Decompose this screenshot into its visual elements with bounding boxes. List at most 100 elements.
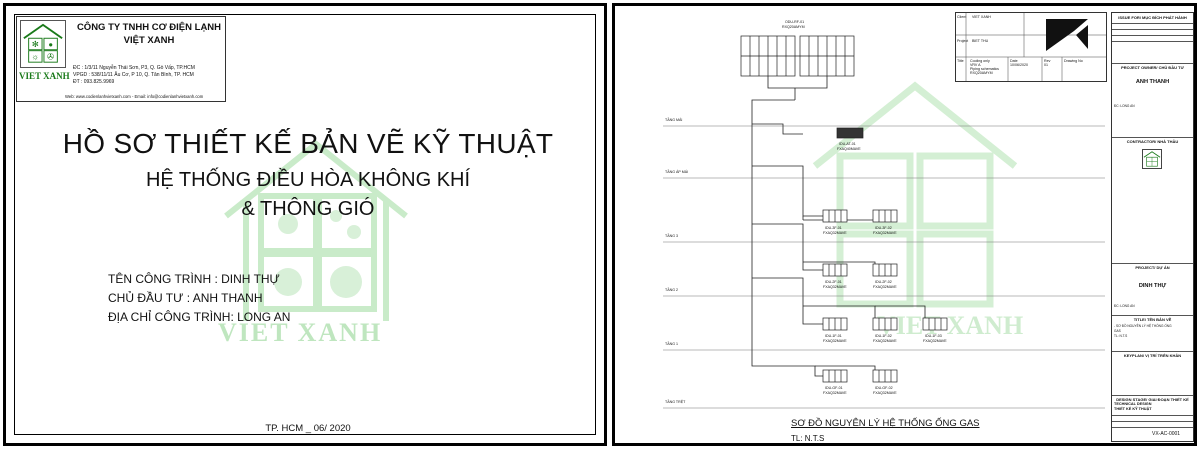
indoor-unit-2f-02 (872, 263, 898, 277)
outdoor-unit-id: ODU-RF-01 (785, 20, 805, 24)
cover-inner-border (14, 14, 596, 435)
drawing-scale: TL: N.T.S (791, 434, 825, 443)
header-title-value1: Cooling only (970, 59, 990, 63)
idu-at-01-id: IDU-AT-01 (839, 142, 856, 146)
indoor-unit-3f-01 (822, 209, 848, 223)
header-date-label: Date (1010, 59, 1018, 63)
company-logo-icon: ✻ ● ☼ ✇ (20, 20, 66, 68)
header-rev-value: 01 (1044, 63, 1048, 67)
floor-label-2: TẦNG 2 (665, 288, 678, 292)
project-name: TÊN CÔNG TRÌNH : DINH THỰ (108, 272, 280, 286)
idu-1f-03-model: FXAQ32MAVE (923, 339, 947, 343)
cover-sheet: VIET XANH ✻ ● ☼ ✇ VIET XANH CÔNG TY TNHH… (3, 3, 607, 446)
idu-1f-02-model: FXAQ32MAVE (873, 339, 897, 343)
company-name-line1: CÔNG TY TNHH CƠ ĐIỆN LẠNH (76, 22, 222, 33)
tb-tech-design2: THIẾT KẾ KỸ THUẬT (1114, 407, 1152, 411)
outdoor-unit-model: RXQ20AMYM (782, 25, 805, 29)
header-grid (956, 13, 1106, 81)
company-name-line2: VIỆT XANH (123, 35, 175, 46)
idu-1f-02-id: IDU-1F-02 (875, 334, 892, 338)
indoor-unit-2f-01 (822, 263, 848, 277)
tb-owner-location: ĐC: LONG AN (1114, 104, 1135, 108)
header-rev-label: Rev (1044, 59, 1051, 63)
tb-owner-name: ANH THANH (1135, 79, 1170, 85)
contractor-logo-icon (1142, 149, 1162, 169)
idu-gf-01-model: FXAQ32MAVE (823, 391, 847, 395)
cover-title-line1: HỒ SƠ THIẾT KẾ BẢN VẼ KỸ THUẬT (62, 128, 554, 159)
header-client-label: Client (957, 15, 967, 19)
drawing-header-block: Client VIET XANH Project BIET THU Title … (955, 12, 1107, 82)
svg-text:✻: ✻ (32, 39, 39, 49)
indoor-unit-1f-02 (872, 317, 898, 331)
idu-1f-03-id: IDU-1F-03 (925, 334, 942, 338)
header-project-label: Project (957, 39, 969, 43)
indoor-unit-gf-01 (822, 369, 848, 383)
cover-date: TP. HCM _ 06/ 2020 (265, 423, 351, 434)
tb-contractor-header: CONTRACTOR/ NHÀ THẦU (1126, 139, 1179, 144)
tb-project-header: PROJECT/ DỰ ÁN (1135, 265, 1170, 270)
schematic-sheet: VIET XANH (612, 3, 1197, 446)
svg-text:✇: ✇ (47, 51, 55, 61)
sheet-watermark-text: VIET XANH (877, 311, 1023, 340)
floor-lines (663, 125, 1105, 409)
indoor-units-cassette (822, 209, 948, 383)
idu-gf-01-id: IDU-GF-01 (825, 386, 843, 390)
watermark-logo (224, 140, 408, 321)
floor-label-1: TẦNG 1 (665, 342, 678, 346)
header-date-value: 10/06/2020 (1010, 63, 1028, 67)
company-address-dc: ĐC : 1/3/11 Nguyễn Thái Sơn, P3, Q. Gò V… (73, 65, 195, 71)
tb-project-location: ĐC: LONG AN (1114, 304, 1135, 308)
header-title-value4: RXQ20AMYM (970, 71, 993, 75)
company-web: Web: www.codienlanhvietxanh.com - Email:… (65, 94, 204, 99)
idu-2f-01-id: IDU-2F-01 (825, 280, 842, 284)
idu-at-01-model: FXAQ40MAVE (837, 147, 861, 151)
title-block: ISSUE FOR/ MỤC ĐÍCH PHÁT HÀNH PROJECT OW… (1111, 12, 1194, 442)
indoor-unit-1f-01 (822, 317, 848, 331)
tb-sheet-title-line2: GAS (1114, 329, 1121, 333)
idu-3f-02-id: IDU-3F-02 (875, 226, 892, 230)
floor-label-attic: TẦNG ÁP MÁI (665, 170, 689, 174)
indoor-unit-1f-03 (922, 317, 948, 331)
cover-title-line3: & THÔNG GIÓ (241, 198, 375, 220)
floor-label-roof: TẦNG MÁI (665, 118, 683, 122)
idu-1f-01-id: IDU-1F-01 (825, 334, 842, 338)
outdoor-unit (740, 35, 855, 77)
indoor-unit-at-01 (836, 127, 864, 139)
header-drawing-label: Drawing No (1064, 59, 1083, 63)
watermark-text: VIET XANH (218, 318, 383, 347)
header-project-value: BIET THU (972, 39, 989, 43)
idu-2f-02-id: IDU-2F-02 (875, 280, 892, 284)
tb-owner-header: PROJECT OWNER/ CHỦ ĐẦU TƯ (1121, 65, 1184, 70)
idu-3f-02-model: FXAQ32MAVE (873, 231, 897, 235)
tb-drawing-no: VX-AC-0001 (1152, 431, 1181, 437)
header-title-label: Title (957, 59, 964, 63)
tb-keyplan-header: KEYPLAN/ VỊ TRÍ TRÊN KHẢN (1123, 353, 1182, 358)
header-title-value2: VRV A (970, 63, 981, 67)
company-phone: ĐT : 093.825.9969 (73, 79, 115, 85)
tb-project-name: DINH THỰ (1138, 283, 1167, 289)
tb-tech-design1: TECHNICAL DESIGN (1114, 402, 1152, 406)
cover-title-line2: HỆ THỐNG ĐIỀU HÒA KHÔNG KHÍ (145, 169, 471, 191)
header-client-value: VIET XANH (972, 15, 991, 19)
idu-gf-02-model: FXAQ32MAVE (873, 391, 897, 395)
piping-diagram: VIET XANH (663, 35, 1105, 409)
idu-3f-01-model: FXAQ32MAVE (823, 231, 847, 235)
tb-sheet-title-line3: TL: N.T.S (1114, 334, 1128, 338)
tb-sheet-title-header: TITLE/ TÊN BẢN VẼ (1133, 317, 1172, 322)
idu-3f-01-id: IDU-3F-01 (825, 226, 842, 230)
company-brand: VIET XANH (19, 71, 70, 81)
tb-issue-header: ISSUE FOR/ MỤC ĐÍCH PHÁT HÀNH (1118, 15, 1187, 20)
project-owner: CHỦ ĐẦU TƯ : ANH THANH (108, 291, 263, 305)
indoor-unit-3f-02 (872, 209, 898, 223)
idu-1f-01-model: FXAQ32MAVE (823, 339, 847, 343)
svg-text:●: ● (48, 40, 53, 49)
drawing-title: SƠ ĐỒ NGUYÊN LÝ HỆ THỐNG ỐNG GAS (791, 418, 980, 429)
floor-label-3: TẦNG 3 (665, 234, 678, 238)
header-title-value3: Piping schematics (970, 67, 999, 71)
company-address-vpgd: VPGD : 538/11/11 Âu Cơ, P 10, Q. Tân Bìn… (73, 72, 194, 78)
idu-gf-02-id: IDU-GF-02 (875, 386, 893, 390)
company-box: ✻ ● ☼ ✇ VIET XANH CÔNG TY TNHH CƠ ĐIỆN L… (16, 16, 226, 102)
tb-sheet-title-line1: - SƠ ĐỒ NGUYÊN LÝ HỆ THỐNG ỐNG (1114, 324, 1172, 328)
svg-text:☼: ☼ (31, 51, 39, 61)
idu-2f-01-model: FXAQ32MAVE (823, 285, 847, 289)
